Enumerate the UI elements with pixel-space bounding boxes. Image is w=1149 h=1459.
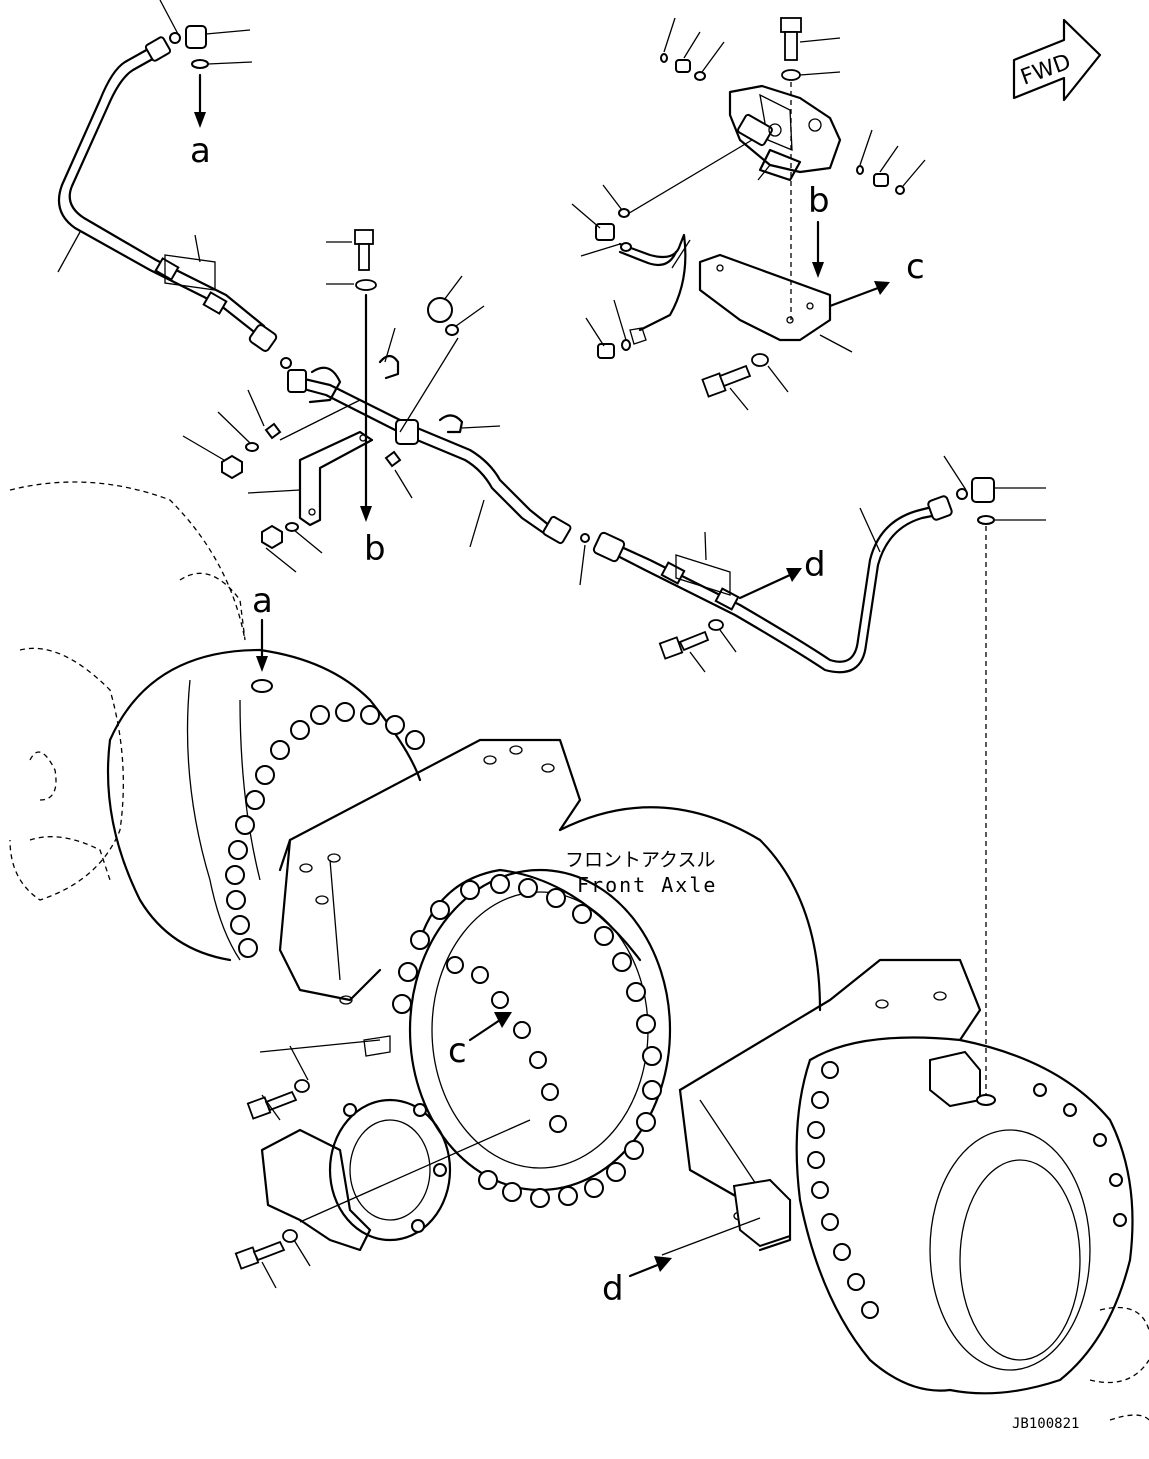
axle-name-label: フロントアクスル Front Axle [565,849,717,897]
ref-arrow-a-top: a [190,73,211,171]
axle-housing [278,738,822,1012]
right-hub-bolts [807,1061,1127,1319]
fwd-indicator: FWD [1012,18,1102,102]
ref-label-c-top: c [906,247,925,287]
right-elbow-fitting [943,455,1046,525]
ref-label-b-left: b [364,529,386,569]
flange-bolts [234,1035,531,1289]
left-tire [9,481,246,901]
left-hub-bolts [225,702,425,958]
ref-label-c-axle: c [448,1031,467,1071]
ref-label-a-axle: a [252,581,273,621]
tube-clamp [308,366,419,445]
tube-mount-bolt [658,619,737,673]
ref-label-a: a [190,131,211,171]
ref-arrow-d-axle: d [602,1217,761,1309]
valve-body [728,84,842,182]
plate-bolt [701,353,789,411]
axle-label-en: Front Axle [577,873,717,897]
housing-holes [299,745,555,1005]
ref-label-d-axle: d [602,1269,624,1309]
mounting-bracket [298,430,374,527]
left-wheel-hub [106,648,425,962]
drawing-code: JB100821 [1012,1416,1079,1432]
left-brake-tube [57,36,278,352]
axle-label-jp: フロントアクスル [565,849,715,871]
right-axle-housing [678,958,982,1252]
differential-carrier [392,868,672,1208]
ref-arrow-c-axle: c [448,1012,512,1071]
right-tire [1089,1306,1149,1421]
inner-ring-bolts [446,956,567,1133]
ref-label-d-top: d [804,545,826,585]
ref-label-b-right: b [808,181,830,221]
valve-mounting-plate [698,253,853,353]
bracket-bolt [326,229,377,291]
center-brake-tube [280,357,590,545]
ref-arrow-d-top: d [738,545,826,600]
carrier-bolts [392,874,662,1208]
valve-bolt [780,17,841,81]
clips [247,275,586,586]
right-wheel-hub [795,1036,1134,1395]
input-flange [260,1098,452,1252]
ref-arrow-a-axle: a [252,581,273,672]
ref-arrow-b-right: b [808,181,830,278]
left-elbow-fitting [159,0,253,69]
ref-arrow-c-top: c [828,247,925,308]
right-brake-tube [592,495,953,674]
valve-fittings [625,17,926,216]
bracket-nuts [182,411,323,573]
valve-hose [571,184,691,359]
ref-arrow-b-left: b [360,293,386,569]
